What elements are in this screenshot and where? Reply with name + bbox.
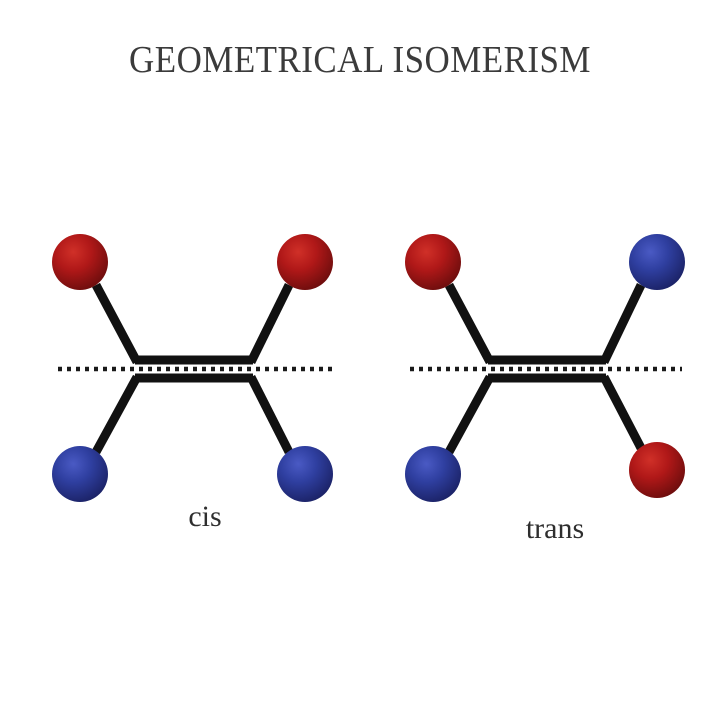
- trans-bond-bottom-left: [445, 374, 494, 455]
- trans-atom-top-left-red-sphere: [405, 234, 461, 290]
- trans-atom-bottom-left-blue-sphere: [405, 446, 461, 502]
- isomer-label-cis: cis: [188, 500, 222, 533]
- trans-bond-top-left: [445, 282, 494, 365]
- cis-bond-bottom-left: [92, 374, 141, 455]
- cis-atom-bottom-left-blue-sphere: [52, 446, 108, 502]
- molecule-cis: [52, 234, 333, 502]
- cis-bond-bottom-right: [246, 374, 294, 455]
- cis-bond-top-right: [246, 283, 294, 364]
- trans-atom-top-right-blue-sphere: [629, 234, 685, 290]
- cis-bond-top-left: [92, 282, 141, 365]
- molecule-trans: [405, 234, 685, 502]
- isomer-label-trans: trans: [525, 512, 585, 545]
- page-title: GEOMETRICAL ISOMERISM: [129, 39, 591, 81]
- cis-atom-top-left-red-sphere: [52, 234, 108, 290]
- trans-bond-top-right: [599, 283, 646, 364]
- cis-atom-top-right-red-sphere: [277, 234, 333, 290]
- trans-bond-bottom-right: [600, 374, 645, 451]
- cis-atom-bottom-right-blue-sphere: [277, 446, 333, 502]
- trans-atom-bottom-right-red-sphere: [629, 442, 685, 498]
